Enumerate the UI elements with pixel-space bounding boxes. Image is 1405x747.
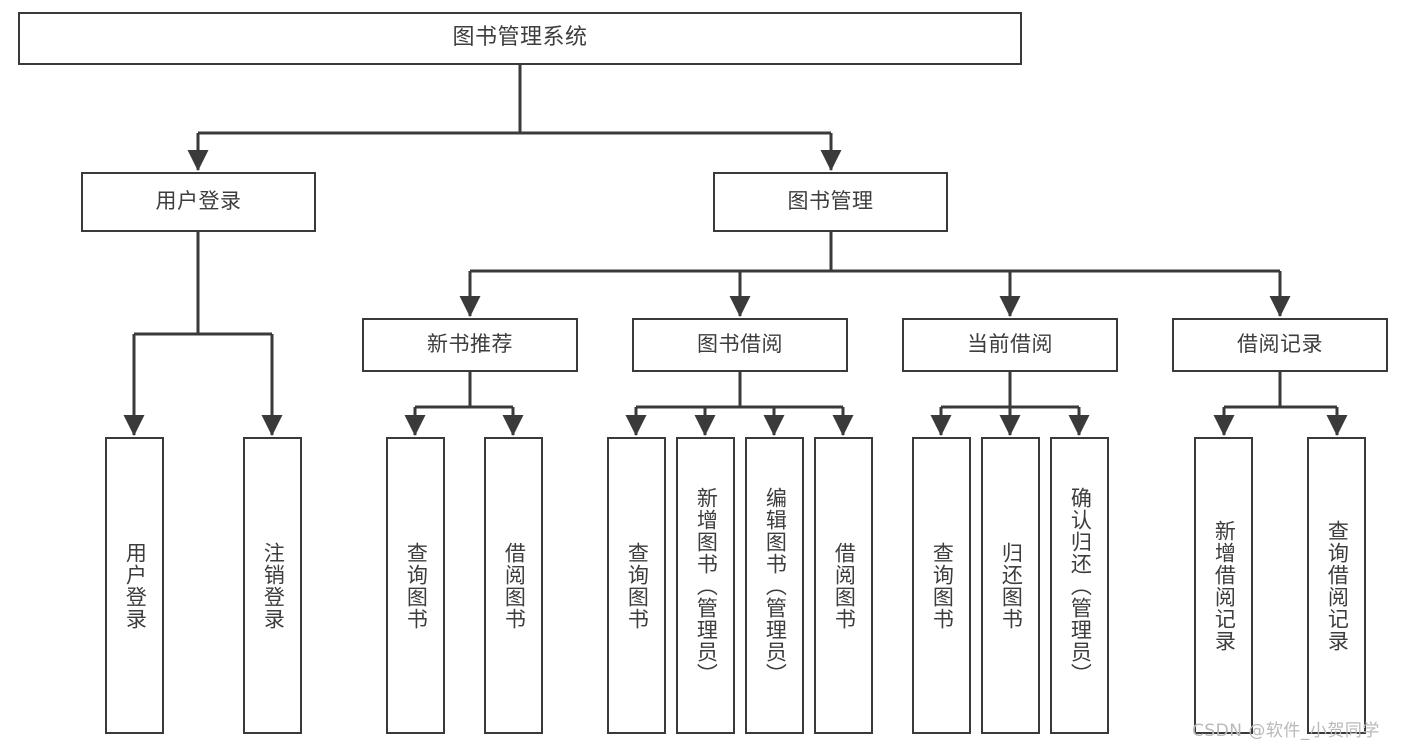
node-root[interactable]: 图书管理系统 xyxy=(18,12,1022,65)
node-borrow-record[interactable]: 借阅记录 xyxy=(1172,318,1388,372)
node-leaf-logout-login-label: 注销登录 xyxy=(261,541,286,630)
node-leaf-query-book-2[interactable]: 查询图书 xyxy=(607,437,666,734)
node-leaf-query-book-1[interactable]: 查询图书 xyxy=(386,437,445,734)
node-book-borrow-label: 图书借阅 xyxy=(697,332,783,357)
node-leaf-confirm-return[interactable]: 确认归还（管理员） xyxy=(1050,437,1109,734)
node-leaf-add-book-label: 新增图书（管理员） xyxy=(694,486,719,685)
watermark-text: CSDN @软件_小贺同学 xyxy=(1192,721,1380,741)
node-root-label: 图书管理系统 xyxy=(452,25,588,51)
node-leaf-query-book-3[interactable]: 查询图书 xyxy=(912,437,971,734)
node-leaf-query-book-3-label: 查询图书 xyxy=(930,541,955,630)
node-book-borrow[interactable]: 图书借阅 xyxy=(632,318,848,372)
node-new-book-recommend[interactable]: 新书推荐 xyxy=(362,318,578,372)
node-leaf-borrow-book-2-label: 借阅图书 xyxy=(832,541,857,630)
node-leaf-add-record-label: 新增借阅记录 xyxy=(1212,519,1237,652)
node-leaf-edit-book-label: 编辑图书（管理员） xyxy=(763,486,788,685)
node-new-book-recommend-label: 新书推荐 xyxy=(427,332,513,357)
node-leaf-return-book-label: 归还图书 xyxy=(999,541,1024,630)
node-leaf-add-record[interactable]: 新增借阅记录 xyxy=(1194,437,1253,734)
node-book-manage-label: 图书管理 xyxy=(787,189,874,214)
node-leaf-borrow-book-2[interactable]: 借阅图书 xyxy=(814,437,873,734)
node-current-borrow-label: 当前借阅 xyxy=(967,332,1053,357)
node-leaf-logout-login[interactable]: 注销登录 xyxy=(243,437,302,734)
node-leaf-query-record[interactable]: 查询借阅记录 xyxy=(1307,437,1366,734)
node-leaf-confirm-return-label: 确认归还（管理员） xyxy=(1068,486,1093,685)
node-current-borrow[interactable]: 当前借阅 xyxy=(902,318,1118,372)
node-leaf-user-login-label: 用户登录 xyxy=(123,541,148,630)
node-leaf-query-book-2-label: 查询图书 xyxy=(625,541,650,630)
node-leaf-query-book-1-label: 查询图书 xyxy=(404,541,429,630)
node-leaf-borrow-book-1-label: 借阅图书 xyxy=(502,541,527,630)
node-book-manage[interactable]: 图书管理 xyxy=(713,172,948,232)
node-leaf-query-record-label: 查询借阅记录 xyxy=(1325,519,1350,652)
node-leaf-edit-book[interactable]: 编辑图书（管理员） xyxy=(745,437,804,734)
node-leaf-return-book[interactable]: 归还图书 xyxy=(981,437,1040,734)
node-borrow-record-label: 借阅记录 xyxy=(1237,332,1323,357)
node-leaf-user-login[interactable]: 用户登录 xyxy=(105,437,164,734)
node-leaf-borrow-book-1[interactable]: 借阅图书 xyxy=(484,437,543,734)
node-leaf-add-book[interactable]: 新增图书（管理员） xyxy=(676,437,735,734)
node-user-login[interactable]: 用户登录 xyxy=(81,172,316,232)
node-user-login-label: 用户登录 xyxy=(155,189,242,214)
